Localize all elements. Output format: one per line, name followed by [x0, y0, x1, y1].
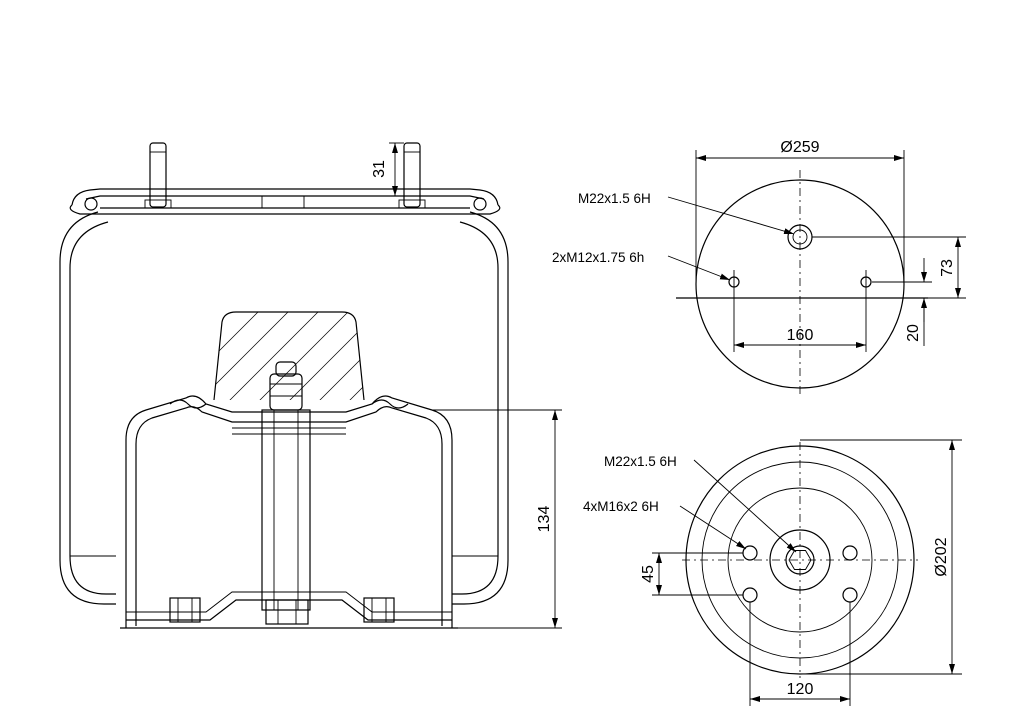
bellows [59, 211, 509, 605]
dimension-stud-offset: 20 [872, 258, 932, 346]
bottom-plate-view: M22x1.5 6H 4xM16x2 6H 45 120 Ø202 [583, 439, 962, 706]
callout-stud-thread: 2xM12x1.75 6h [552, 250, 731, 281]
hole-spacing-y-label: 45 [640, 565, 657, 583]
dimension-bottom-diameter: Ø202 [800, 439, 962, 675]
dimension-top-diameter: Ø259 [695, 139, 905, 284]
bolt-hole-3 [742, 587, 758, 603]
bolt-hole-2 [842, 545, 858, 561]
callout-bottom-center-thread: M22x1.5 6H [604, 454, 797, 553]
stud-offset-label: 20 [905, 324, 922, 342]
bolt-hole-4 [842, 587, 858, 603]
callout-bolt-thread: 4xM16x2 6H [583, 499, 747, 550]
top-center-thread-label: M22x1.5 6H [578, 191, 651, 206]
bolt-thread-label: 4xM16x2 6H [583, 499, 659, 514]
piston [120, 395, 458, 629]
top-bead-plate [69, 188, 501, 215]
top-studs [149, 142, 421, 208]
hole-spacing-x-label: 120 [787, 681, 814, 698]
dimension-piston-height: 134 [432, 409, 562, 629]
stud-spacing-label: 160 [787, 327, 814, 344]
dimension-hole-spacing-x: 120 [749, 602, 851, 706]
stud-thread-label: 2xM12x1.75 6h [552, 250, 644, 265]
dimension-stud-spacing: 160 [733, 294, 867, 352]
callout-top-center-thread: M22x1.5 6H [578, 191, 795, 235]
bumper-cap [213, 311, 365, 401]
stud-height-label: 31 [371, 160, 388, 178]
side-view: 31 134 [59, 142, 562, 629]
center-offset-label: 73 [939, 259, 956, 277]
bottom-center-thread-label: M22x1.5 6H [604, 454, 677, 469]
bottom-diameter-label: Ø202 [933, 537, 950, 576]
piston-height-label: 134 [536, 506, 553, 533]
top-diameter-label: Ø259 [780, 139, 819, 156]
center-bolt [261, 361, 311, 611]
dimension-hole-spacing-y: 45 [640, 552, 743, 596]
top-plate-view: Ø259 M22x1.5 6H 2xM12x1.75 6h 160 73 [552, 139, 966, 398]
dimension-stud-height: 31 [371, 142, 404, 197]
dimension-center-offset: 73 [812, 236, 966, 299]
